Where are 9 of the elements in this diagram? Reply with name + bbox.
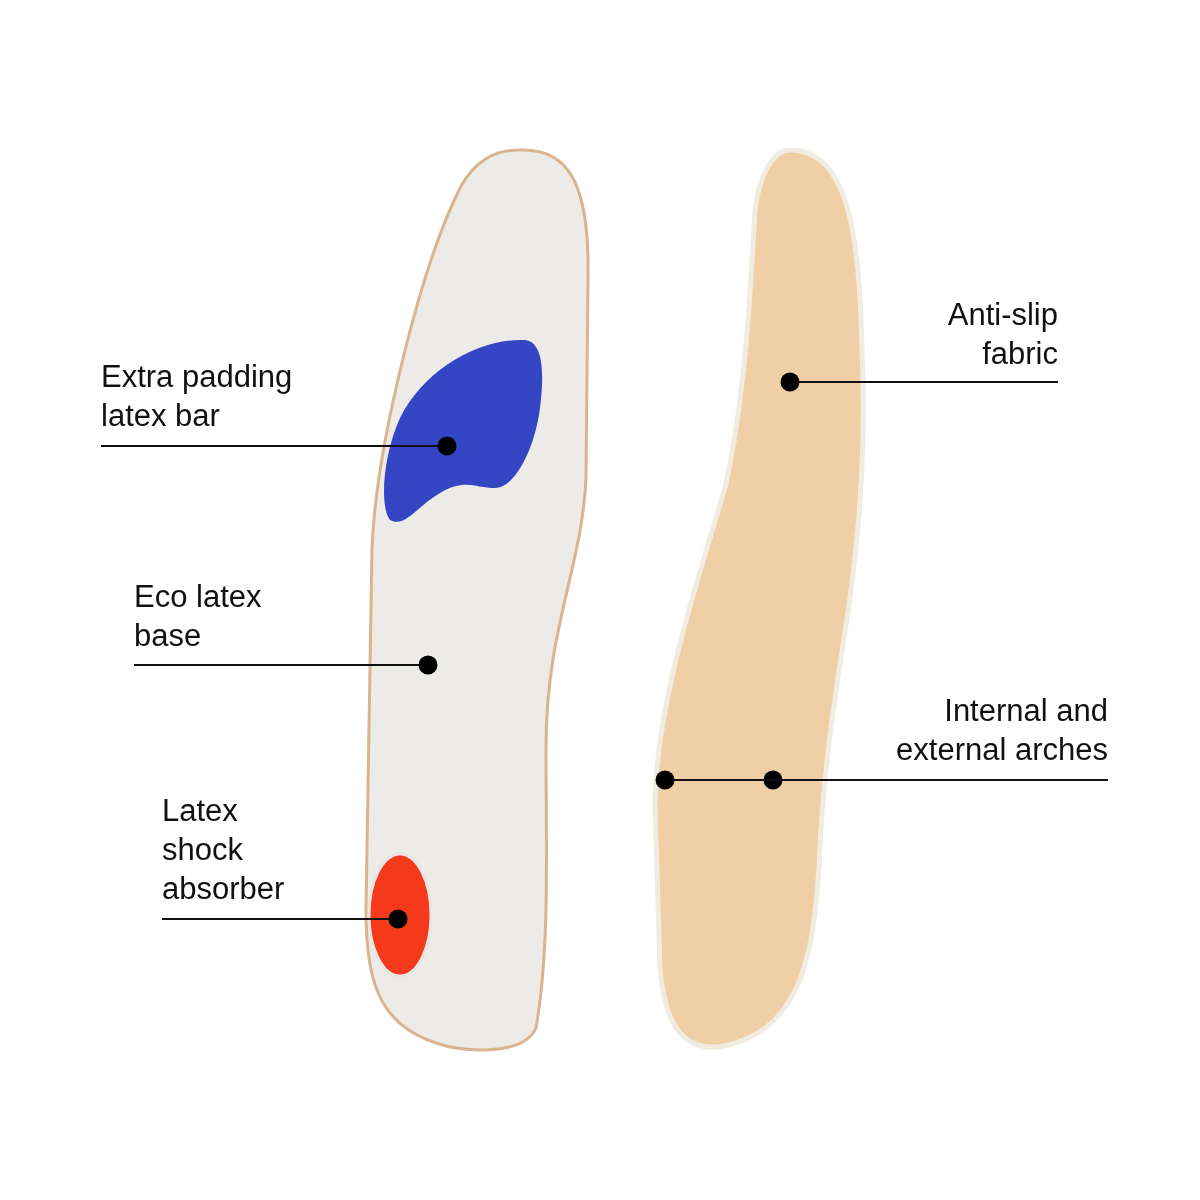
callout-label: Anti-slip fabric	[880, 295, 1058, 373]
callout-label: Extra padding latex bar	[101, 357, 341, 435]
callout-label: Eco latex base	[134, 577, 314, 655]
leader-line	[133, 655, 438, 675]
leader-line	[780, 372, 1059, 392]
callout-label: Internal and external arches	[830, 691, 1108, 769]
leader-line	[100, 436, 457, 456]
callout-label: Latex shock absorber	[162, 791, 322, 908]
leader-line	[161, 909, 408, 929]
